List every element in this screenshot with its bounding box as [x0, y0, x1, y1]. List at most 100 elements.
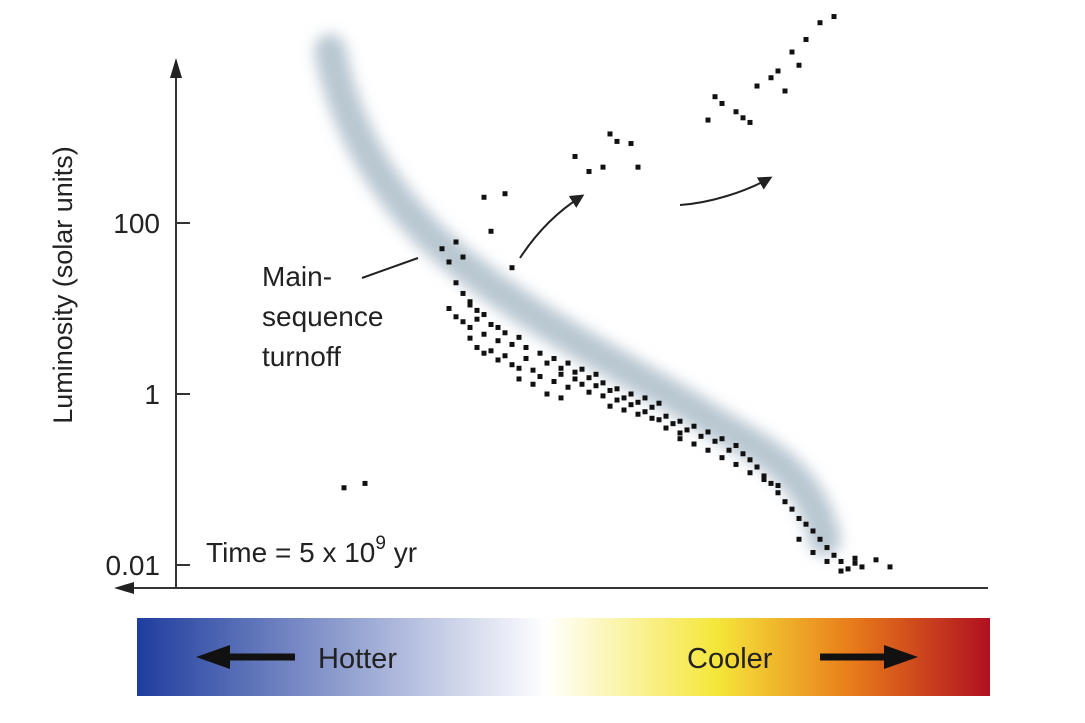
star-point: [544, 360, 550, 366]
star-point: [565, 384, 571, 390]
y-tick-label: 1: [144, 379, 160, 410]
star-point: [754, 83, 760, 89]
star-point: [712, 94, 718, 100]
star-point: [775, 490, 781, 496]
star-point: [684, 427, 690, 433]
star-point: [698, 433, 704, 439]
star-point: [789, 506, 795, 512]
x-axis-arrow: [114, 582, 134, 594]
star-point: [460, 254, 466, 260]
star-point: [523, 356, 529, 362]
star-point: [516, 365, 522, 371]
star-point: [747, 119, 753, 125]
star-point: [495, 357, 501, 363]
star-point: [467, 335, 473, 341]
star-point: [733, 109, 739, 115]
y-axis-arrow: [170, 58, 182, 78]
star-point: [516, 376, 522, 382]
star-point: [460, 290, 466, 296]
star-point: [845, 566, 851, 572]
star-point: [607, 403, 613, 409]
star-point: [481, 350, 487, 356]
star-point: [831, 14, 837, 20]
star-point: [586, 389, 592, 395]
y-tick-label: 0.01: [106, 550, 161, 581]
star-point: [796, 515, 802, 521]
star-point: [481, 331, 487, 337]
star-point: [530, 367, 536, 373]
star-point: [852, 560, 858, 566]
star-point: [537, 350, 543, 356]
star-point: [852, 555, 858, 561]
star-point: [362, 480, 368, 486]
star-point: [642, 395, 648, 401]
star-point: [705, 429, 711, 435]
star-point: [481, 194, 487, 200]
turnoff-pointer-line: [361, 257, 419, 279]
star-point: [551, 379, 557, 385]
star-point: [446, 306, 452, 311]
star-point: [502, 353, 508, 359]
cooler-arrow-head: [884, 645, 918, 669]
star-point: [621, 407, 627, 413]
star-point: [467, 324, 473, 330]
star-point: [614, 386, 620, 392]
y-axis-title: Luminosity (solar units): [48, 146, 78, 424]
star-point: [614, 397, 620, 403]
star-point: [649, 415, 655, 421]
star-point: [558, 395, 564, 401]
star-point: [523, 344, 529, 350]
star-point: [474, 307, 480, 313]
y-ticks: 0.01 1 100: [106, 208, 190, 581]
y-tick-label: 100: [113, 208, 160, 239]
star-point: [502, 191, 508, 197]
star-point: [453, 280, 459, 286]
star-point: [635, 399, 641, 405]
star-point: [726, 447, 732, 453]
evolution-arrow-1: [519, 194, 585, 259]
star-point: [691, 441, 697, 447]
star-point: [810, 550, 816, 556]
star-point: [614, 138, 620, 144]
star-point: [446, 259, 452, 265]
star-point: [761, 477, 767, 482]
star-point: [663, 425, 669, 431]
star-point: [859, 564, 865, 570]
star-point: [579, 381, 585, 387]
evolution-arrow-2: [679, 176, 773, 206]
star-point: [642, 409, 648, 415]
star-point: [754, 464, 760, 470]
star-point: [600, 393, 606, 399]
star-point: [593, 383, 599, 389]
star-point: [677, 430, 683, 436]
star-point: [656, 417, 662, 423]
star-point: [803, 521, 809, 527]
hotter-label: Hotter: [318, 643, 397, 675]
star-point: [831, 552, 837, 558]
star-point: [740, 451, 746, 457]
star-point: [516, 334, 522, 340]
star-point: [467, 302, 473, 308]
star-point: [768, 75, 774, 81]
star-point: [677, 418, 683, 424]
star-point: [887, 564, 893, 570]
star-point: [467, 299, 473, 305]
star-point: [551, 356, 557, 362]
star-point: [474, 316, 480, 322]
turnoff-label-line-3: turnoff: [262, 341, 341, 372]
star-point: [607, 387, 613, 393]
star-point: [873, 557, 879, 563]
star-point: [719, 100, 725, 106]
star-point: [768, 480, 774, 486]
star-point: [628, 391, 634, 397]
star-point: [558, 371, 564, 377]
star-point: [782, 499, 788, 505]
star-point: [572, 369, 578, 375]
star-point: [481, 312, 487, 318]
star-point: [740, 115, 746, 121]
main-sequence-band: [314, 34, 841, 556]
star-point: [509, 265, 515, 271]
star-point: [453, 239, 459, 245]
star-point: [775, 483, 781, 489]
